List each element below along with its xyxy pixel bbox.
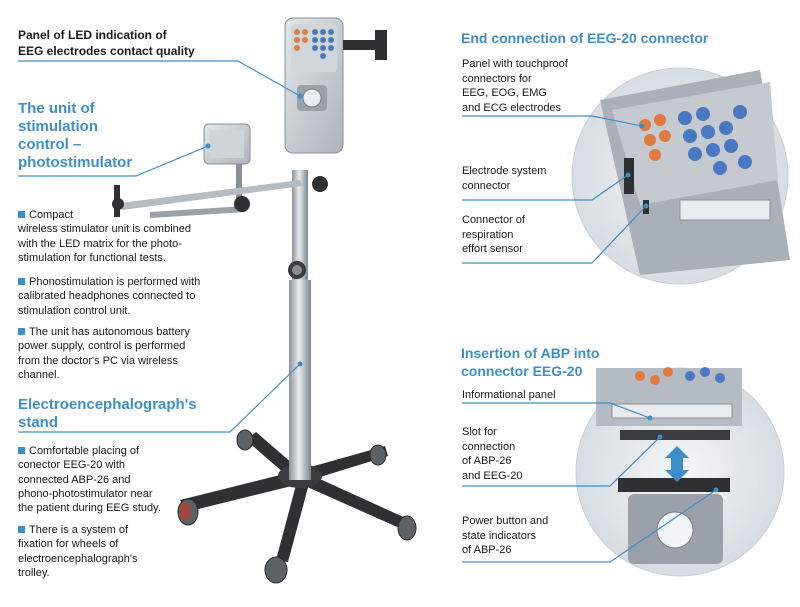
text-line: connector [462, 179, 511, 192]
stand-heading: Electroencephalograph's stand [18, 396, 197, 432]
abp-insertion-heading: Insertion of ABP into connector EEG-20 [461, 344, 599, 380]
text-line: Panel with touchproof [462, 58, 568, 70]
text-line: and EEG-20 [462, 469, 523, 482]
wheel-5 [264, 556, 288, 584]
text-line: Phonostimulation is performed with [29, 276, 201, 288]
text-line: wireless stimulator unit is combined [18, 223, 192, 236]
bullet-square-icon [18, 447, 25, 454]
panel-label: Panel of LED indication of EEG electrode… [18, 27, 195, 59]
text-line: Compact [29, 209, 74, 221]
text-line: the patient during EEG study. [18, 502, 161, 515]
stim-paragraph-1: Compact wireless stimulator unit is comb… [18, 208, 248, 265]
zoom-circle-connector-end [571, 67, 790, 285]
stand-heading-line: Electroencephalograph's [18, 396, 197, 413]
stand-paragraph-1: Comfortable placing of conector EEG-20 w… [18, 444, 248, 515]
text-line: of ABP-26 [462, 455, 512, 467]
text-line: trolley. [18, 566, 50, 579]
label-respiration-connector: Connector of respiration effort sensor [462, 213, 525, 257]
text-line: connected ABP-26 and [18, 473, 131, 486]
leader-lines [18, 60, 717, 563]
label-power-button: Power button and state indicators of ABP… [462, 514, 548, 558]
stim-heading-line: control – [18, 136, 82, 153]
text-line: of ABP-26 [462, 544, 512, 556]
text-line: channel. [18, 368, 60, 381]
text-line: state indicators [462, 529, 536, 542]
text-line: connection [462, 440, 516, 453]
stim-heading-line: photostimulator [18, 154, 133, 171]
photostimulator [112, 123, 328, 218]
text-line: Informational panel [462, 389, 556, 401]
panel-label-line2: EEG electrodes contact quality [18, 44, 195, 58]
text-line: electroencephalograph's [18, 552, 138, 565]
text-line: Slot for [462, 426, 497, 438]
stim-heading-line: The unit of [18, 100, 95, 117]
end-connection-heading: End connection of EEG-20 connector [461, 30, 709, 46]
text-line: effort sensor [462, 243, 523, 255]
text-line: calibrated headphones connected to [18, 290, 196, 303]
text-line: Electrode system [462, 165, 547, 177]
heading-line: Insertion of ABP into [461, 345, 600, 361]
eeg20-device [284, 17, 387, 154]
text-line: There is a system of [29, 524, 129, 536]
stand-heading-line: stand [18, 414, 59, 431]
zoom-circle-abp-insertion [575, 367, 785, 577]
wheel-3 [369, 444, 387, 466]
text-line: phono-photostimulator near [18, 487, 153, 500]
wheel-2 [236, 429, 254, 451]
panel-label-line1: Panel of LED indication of [18, 28, 167, 42]
text-line: stimulation control unit. [18, 304, 131, 317]
label-slot: Slot for connection of ABP-26 and EEG-20 [462, 425, 523, 483]
stim-heading: The unit of stimulation control – photos… [18, 100, 132, 172]
label-electrode-connector: Electrode system connector [462, 164, 546, 193]
stim-paragraph-3: The unit has autonomous battery power su… [18, 325, 248, 382]
stim-heading-line: stimulation [18, 118, 99, 135]
bullet-square-icon [18, 278, 25, 285]
text-line: power supply, control is performed [18, 340, 186, 353]
bullet-square-icon [18, 526, 25, 533]
stand-paragraph-2: There is a system of fixation for wheels… [18, 523, 248, 580]
text-line: The unit has autonomous battery [29, 326, 190, 338]
text-line: with the LED matrix for the photo- [18, 237, 182, 250]
text-line: fixation for wheels of [18, 538, 119, 551]
text-line: respiration [462, 228, 514, 241]
label-informational-panel: Informational panel [462, 388, 556, 403]
text-line: Power button and [462, 515, 549, 527]
text-line: conector EEG-20 with [18, 459, 125, 472]
bullet-square-icon [18, 328, 25, 335]
text-line: Comfortable placing of [29, 445, 140, 457]
text-line: connectors for [462, 72, 532, 85]
text-line: Connector of [462, 214, 525, 226]
text-line: EEG, EOG, EMG [462, 87, 547, 99]
wheel-4 [397, 515, 417, 541]
text-line: from the doctor's PC via wireless [18, 354, 178, 367]
text-line: and ECG electrodes [462, 101, 562, 114]
stim-paragraph-2: Phonostimulation is performed with calib… [18, 275, 248, 318]
text-line: stimulation for functional tests. [18, 251, 166, 264]
label-touchproof-panel: Panel with touchproof connectors for EEG… [462, 57, 568, 115]
heading-line: connector EEG-20 [461, 363, 583, 379]
bullet-square-icon [18, 211, 25, 218]
